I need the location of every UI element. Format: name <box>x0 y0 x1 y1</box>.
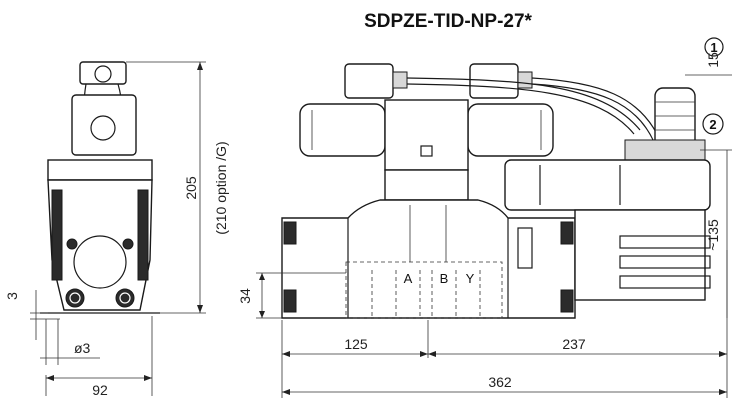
front-main-body <box>281 199 576 319</box>
side-port-right-inner <box>119 292 131 304</box>
side-port-right <box>115 288 135 308</box>
front-corner-br <box>560 289 574 313</box>
side-hole-label: ø3 <box>74 340 91 356</box>
front-right-label: 237 <box>562 336 586 352</box>
front-corner-tl <box>283 221 297 245</box>
callout-1: 1 <box>710 40 717 55</box>
front-solenoid-right <box>467 103 554 157</box>
right-connector-base <box>624 139 706 161</box>
front-center-block <box>384 99 469 171</box>
front-cable-2 <box>531 77 661 141</box>
side-port-left-inner <box>69 292 81 304</box>
right-fin-2 <box>619 255 711 269</box>
front-solenoid-left <box>299 103 386 157</box>
side-right-band <box>137 189 149 281</box>
side-view: 205 (210 option /G) 3 ø3 92 <box>4 61 229 398</box>
right-driver-body <box>574 209 706 301</box>
port-label-y: Y <box>466 271 475 286</box>
side-height-option-label: (210 option /G) <box>213 141 229 234</box>
right-top-label: 15 <box>705 52 721 68</box>
front-corner-bl <box>283 289 297 313</box>
side-connector <box>79 61 127 85</box>
callout-2: 2 <box>709 117 716 132</box>
front-cable-2b <box>531 83 655 143</box>
front-height-label: 34 <box>237 288 253 304</box>
front-manual-override <box>420 145 433 157</box>
front-gland-right <box>517 71 533 89</box>
side-width-label: 92 <box>92 382 108 398</box>
front-total-label: 362 <box>488 374 512 390</box>
port-label-b: B <box>440 271 449 286</box>
right-fin-3 <box>619 275 711 289</box>
callout-2-circle <box>702 113 724 135</box>
front-cable-1b <box>406 83 635 135</box>
right-connector-stack <box>654 87 696 149</box>
front-connector-left <box>344 63 394 99</box>
front-corner-tr <box>560 221 574 245</box>
front-view: A B Y 34 125 237 362 <box>237 63 728 398</box>
side-offset-label: 3 <box>4 292 20 300</box>
side-connector-screw <box>94 65 112 83</box>
right-view: 1 2 15 ~135 <box>504 37 732 318</box>
front-gland-left <box>392 71 408 89</box>
front-stem <box>384 169 469 201</box>
front-cable-1 <box>406 77 641 131</box>
side-solenoid-nut <box>90 115 116 141</box>
side-height-label: 205 <box>183 176 199 200</box>
side-bolt-2 <box>122 238 134 250</box>
side-subplate-top <box>47 159 153 181</box>
right-driver-housing <box>504 159 711 211</box>
right-height-label: ~135 <box>705 219 721 251</box>
side-left-band <box>51 189 63 281</box>
front-nameplate <box>517 227 533 269</box>
side-solenoid <box>71 94 137 156</box>
side-valve-body <box>47 179 153 311</box>
drawing-title: SDPZE-TID-NP-27* <box>364 11 532 32</box>
right-fin-1 <box>619 235 711 249</box>
front-left-label: 125 <box>344 336 368 352</box>
side-port-left <box>65 288 85 308</box>
side-main-bore <box>73 235 127 289</box>
side-bolt-1 <box>66 238 78 250</box>
port-label-a: A <box>404 271 413 286</box>
callout-1-circle <box>704 37 724 57</box>
front-ports-outline <box>345 261 503 319</box>
